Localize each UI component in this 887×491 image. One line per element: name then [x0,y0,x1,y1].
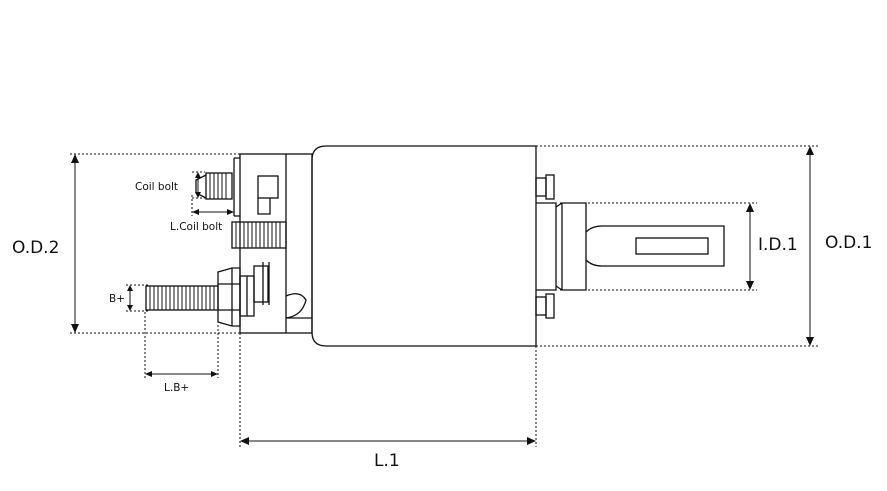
dimension-l-b-plus [145,371,218,377]
coil-bolt-threads [209,173,227,199]
dimension-coil-bolt [195,172,201,198]
dimension-extension-lines [70,145,818,447]
dimension-b-plus [127,285,133,311]
solenoid-body [233,145,537,347]
dimension-od2 [71,154,79,333]
b-plus-terminal [145,267,255,327]
dimension-l-coil-bolt [192,209,234,215]
coil-bolt-label: Coil bolt [135,181,178,193]
b-plus-label: B+ [109,293,125,305]
od2-label: O.D.2 [12,238,59,258]
dimension-od1 [806,146,814,346]
od1-label: O.D.1 [825,233,872,253]
l-b-plus-label: L.B+ [164,382,189,394]
l-coil-bolt-label: L.Coil bolt [170,221,222,233]
id1-label: I.D.1 [758,235,798,255]
dimension-id1 [746,203,754,290]
l1-label: L.1 [374,451,400,471]
dimension-l1 [240,437,536,445]
coil-bolt [195,172,233,200]
coil-stud [231,221,287,249]
plunger-assembly [535,174,725,319]
